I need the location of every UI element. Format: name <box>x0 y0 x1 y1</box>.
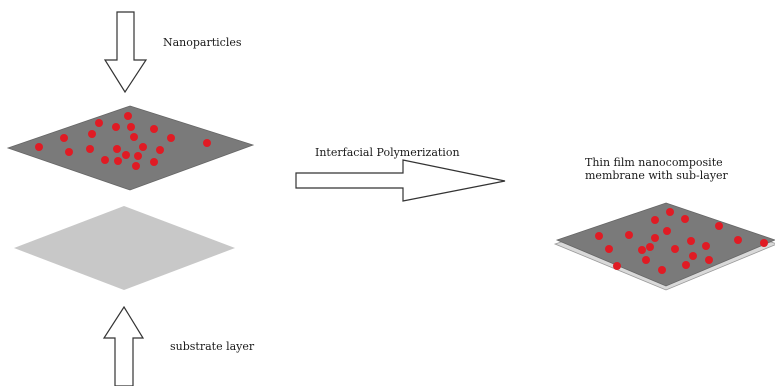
nanoparticle-dot <box>705 256 713 264</box>
selective-layer-plate <box>6 105 255 191</box>
right-arrow-icon <box>295 159 506 202</box>
thin-film-membrane-label: Thin film nanocomposite membrane with su… <box>585 156 728 182</box>
nanoparticle-dot <box>663 227 671 235</box>
nanoparticle-dot <box>646 243 654 251</box>
nanoparticles-label: Nanoparticles <box>163 36 242 49</box>
thin-film-label-line1: Thin film nanocomposite <box>585 156 723 169</box>
interfacial-polymerization-label: Interfacial Polymerization <box>315 146 460 159</box>
substrate-layer-plate <box>14 206 235 290</box>
nanoparticle-dot <box>88 130 96 138</box>
nanoparticle-dot <box>687 237 695 245</box>
nanoparticle-dot <box>114 157 122 165</box>
nanoparticle-dot <box>203 139 211 147</box>
nanoparticle-dot <box>689 252 697 260</box>
nanoparticle-dot <box>167 134 175 142</box>
nanoparticle-dot <box>702 242 710 250</box>
nanoparticle-dot <box>651 216 659 224</box>
nanoparticle-dot <box>671 245 679 253</box>
nanoparticle-dot <box>666 208 674 216</box>
nanoparticle-dot <box>760 239 768 247</box>
nanoparticle-dot <box>130 133 138 141</box>
nanoparticle-dot <box>139 143 147 151</box>
nanoparticle-dot <box>65 148 73 156</box>
nanoparticle-dot <box>127 123 135 131</box>
nanoparticle-dot <box>150 158 158 166</box>
nanoparticle-dot <box>156 146 164 154</box>
nanoparticle-dots <box>35 112 211 170</box>
up-arrow-icon <box>102 305 145 386</box>
nanoparticle-dot <box>124 112 132 120</box>
nanoparticle-dot <box>150 125 158 133</box>
nanoparticle-dot <box>95 119 103 127</box>
thin-film-label-line2: membrane with sub-layer <box>585 169 728 182</box>
nanoparticle-dot <box>132 162 140 170</box>
nanoparticle-dot <box>112 123 120 131</box>
nanoparticle-dot <box>715 222 723 230</box>
nanoparticle-dot <box>681 215 689 223</box>
composite-membrane <box>553 202 775 291</box>
nanoparticle-dot <box>651 234 659 242</box>
nanoparticle-dot <box>605 245 613 253</box>
down-arrow-icon <box>103 11 148 94</box>
nanoparticle-layer <box>6 105 255 191</box>
nanoparticle-dot <box>113 145 121 153</box>
nanoparticle-dot <box>625 231 633 239</box>
nanoparticle-dot <box>642 256 650 264</box>
nanoparticle-dot <box>101 156 109 164</box>
nanoparticle-dot <box>658 266 666 274</box>
nanoparticle-dot <box>35 143 43 151</box>
nanoparticle-dot <box>682 261 690 269</box>
nanoparticle-dot <box>122 151 130 159</box>
nanoparticle-dot <box>60 134 68 142</box>
nanoparticle-dot <box>638 246 646 254</box>
nanoparticle-dot <box>134 152 142 160</box>
substrate-layer-label: substrate layer <box>170 340 255 353</box>
nanoparticle-dot <box>595 232 603 240</box>
nanoparticle-dot <box>86 145 94 153</box>
nanoparticle-dot <box>734 236 742 244</box>
nanoparticle-dots <box>595 208 768 274</box>
composite-top-plate <box>555 202 775 287</box>
nanoparticle-dot <box>613 262 621 270</box>
